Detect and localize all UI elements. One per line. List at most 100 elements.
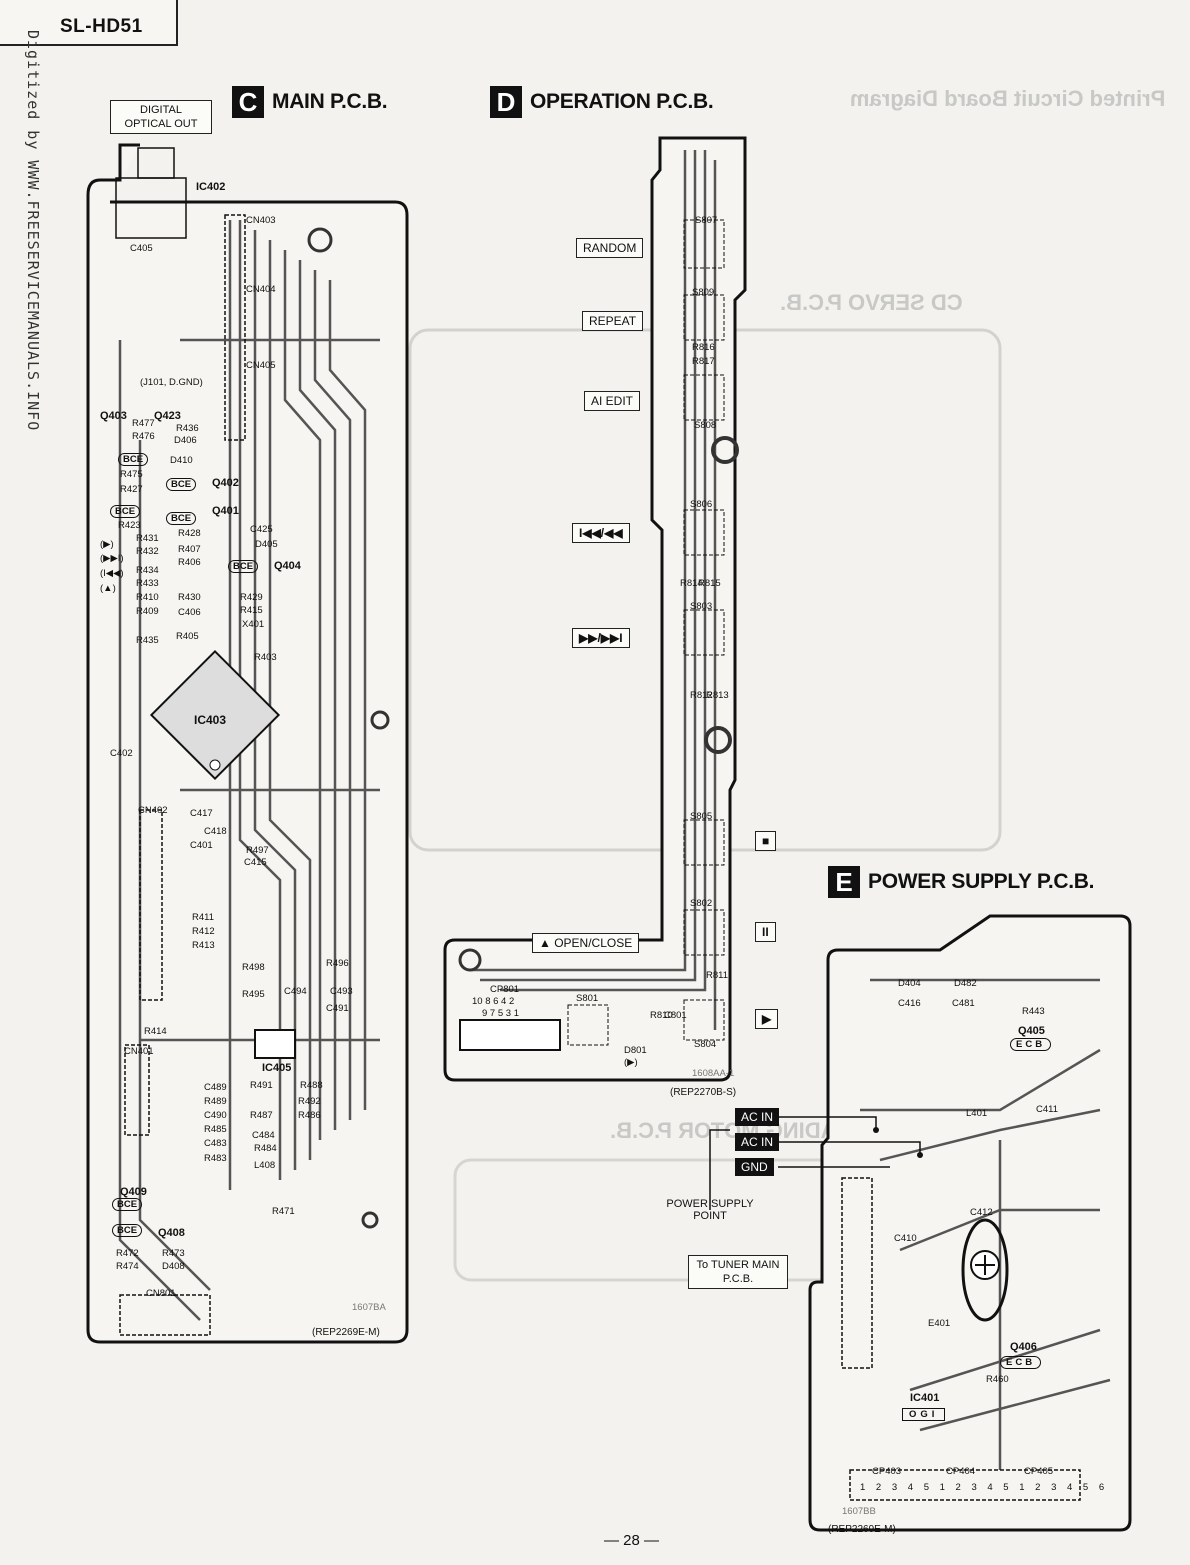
part-label: R484 [254, 1143, 277, 1154]
to-tuner-label: To TUNER MAIN P.C.B. [688, 1255, 788, 1289]
main-pcb-letter: C [232, 86, 264, 118]
random-button[interactable]: RANDOM [576, 238, 644, 258]
power-pcb-board [808, 914, 1132, 1532]
part-label: C415 [244, 857, 267, 868]
s802-label: S802 [690, 898, 713, 909]
part-label: X401 [242, 619, 265, 630]
part-label: C411 [1036, 1104, 1059, 1115]
symbol-play: (▶) [100, 539, 114, 550]
part-label: R407 [178, 544, 201, 555]
part-label: R472 [116, 1248, 139, 1259]
switch-s804 [683, 999, 725, 1041]
cp801-label: CP801 [490, 984, 520, 995]
switch-s807 [683, 219, 725, 269]
power-pcb-ref: (REP2269E-M) [828, 1524, 896, 1535]
bce-marker: BCE [166, 512, 197, 525]
switch-s808 [683, 374, 725, 421]
part-label: R415 [240, 605, 263, 616]
s801-label: S801 [576, 993, 599, 1004]
ic402-label: IC402 [196, 181, 226, 193]
part-label: R473 [162, 1248, 185, 1259]
optical-connector [137, 147, 175, 179]
part-label: R475 [120, 469, 143, 480]
operation-pcb-board [443, 136, 747, 1082]
bce-marker: BCE [112, 1198, 143, 1211]
part-label: C491 [326, 1003, 349, 1014]
cn401-connector [124, 1044, 150, 1136]
r815-label: R815 [698, 578, 721, 589]
cn405-label: CN405 [246, 360, 276, 371]
part-label: D404 [898, 978, 921, 989]
skip-back-button[interactable]: I◀◀/◀◀ [572, 523, 630, 543]
part-label: R486 [298, 1110, 321, 1121]
mounting-hole [458, 948, 482, 972]
gnd-tag: GND [735, 1158, 774, 1176]
skip-forward-button[interactable]: ▶▶/▶▶I [572, 628, 630, 648]
mounting-hole [307, 227, 333, 253]
mounting-hole [704, 726, 732, 754]
open-close-button[interactable]: ▲ OPEN/CLOSE [532, 933, 640, 953]
ic403-pin1 [209, 759, 221, 771]
part-label: E401 [928, 1318, 951, 1329]
side-watermark: Digitized by WWW.FREESERVICEMANUALS.INFO [24, 30, 42, 432]
power-pcb-heading: E POWER SUPPLY P.C.B. [828, 866, 1094, 898]
main-pcb-heading: C MAIN P.C.B. [232, 86, 388, 118]
part-label: R476 [132, 431, 155, 442]
part-label: C490 [204, 1110, 227, 1121]
part-label: R443 [1022, 1006, 1045, 1017]
switch-s803 [683, 609, 725, 656]
part-label: R489 [204, 1096, 227, 1107]
stop-button[interactable]: ■ [755, 831, 777, 851]
switch-s806 [683, 509, 725, 556]
trace [480, 150, 697, 982]
cn402-connector [139, 809, 163, 1001]
r812-label: R812 [690, 690, 713, 701]
power-board-code: 1607BB [842, 1506, 876, 1517]
trace [298, 260, 337, 1130]
cp801-top-pins: 10 8 6 4 2 [472, 996, 515, 1007]
cn401-label: CN401 [124, 1046, 154, 1057]
part-label: R497 [246, 845, 269, 856]
supply-leader-lines [709, 1116, 923, 1210]
trace [313, 270, 352, 1120]
part-label: R492 [298, 1096, 321, 1107]
digital-optical-out-label: DIGITAL OPTICAL OUT [110, 100, 212, 134]
power-supply-point-label: POWER SUPPLY POINT [666, 1198, 754, 1222]
pause-button[interactable]: II [755, 922, 776, 942]
play-button[interactable]: ▶ [755, 1009, 779, 1029]
part-label: R477 [132, 418, 155, 429]
screw-cross-icon [975, 1255, 995, 1275]
trace [253, 230, 297, 1170]
symbol-next: (▶▶I) [100, 553, 124, 564]
part-label: R460 [986, 1374, 1009, 1385]
part-label: R409 [136, 606, 159, 617]
part-label: C417 [190, 808, 213, 819]
r810-label: R810 [650, 1010, 673, 1021]
ogi-marker: OGI [902, 1408, 946, 1421]
operation-board-code: 1608AA-1 [692, 1068, 735, 1079]
ecb-marker: ECB [1000, 1356, 1042, 1369]
ai-edit-button[interactable]: AI EDIT [584, 391, 641, 411]
cp801-bottom-pins: 9 7 5 3 1 [482, 1008, 519, 1019]
ic405-chip [254, 1029, 296, 1059]
d801-label: D801 [624, 1045, 647, 1056]
ic405-label: IC405 [262, 1062, 292, 1074]
r817-label: R817 [692, 356, 715, 367]
part-label: C484 [252, 1130, 275, 1141]
s804-label: S804 [694, 1039, 717, 1050]
repeat-button[interactable]: REPEAT [582, 311, 644, 331]
main-pcb-title: MAIN P.C.B. [272, 90, 388, 113]
operation-pcb-heading: D OPERATION P.C.B. [490, 86, 714, 118]
part-label: R427 [120, 484, 143, 495]
main-pcb-board [86, 143, 409, 1344]
power-pcb-title: POWER SUPPLY P.C.B. [868, 870, 1095, 893]
s803-label: S803 [690, 601, 713, 612]
part-label: R411 [192, 912, 215, 923]
switch-s802 [683, 909, 725, 956]
e401-capacitor [961, 1218, 1009, 1322]
s808-label: S808 [694, 420, 717, 431]
part-label: R406 [178, 557, 201, 568]
part-label: R414 [144, 1026, 167, 1037]
part-label: C425 [250, 524, 273, 535]
leader-line [709, 1116, 921, 1210]
